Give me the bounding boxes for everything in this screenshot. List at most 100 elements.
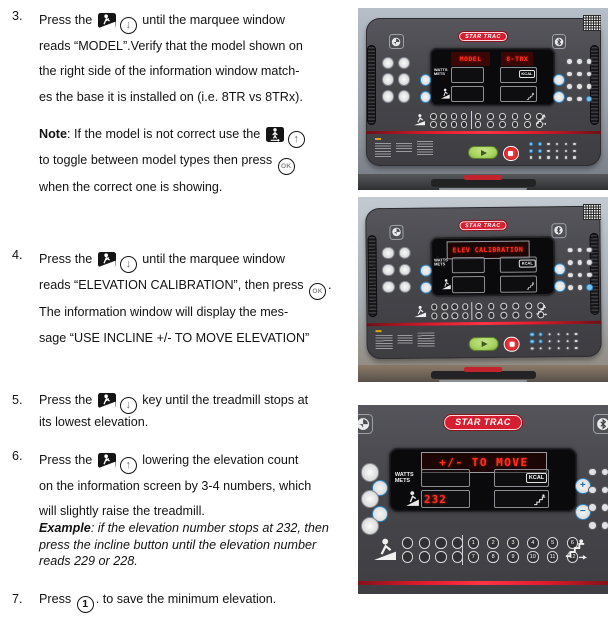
console-nbtn bbox=[555, 345, 561, 351]
console-rbtn bbox=[575, 271, 583, 279]
step-text-segment: its lowest elevation. bbox=[39, 415, 149, 429]
left-button-cluster bbox=[381, 247, 411, 294]
console-sbtn bbox=[381, 264, 394, 277]
watts-window bbox=[421, 469, 470, 488]
information-display: MODEL 8-TRX MODEL WATTS METS KCAL bbox=[430, 47, 555, 106]
right-button-cluster bbox=[588, 467, 608, 530]
console-sbtn bbox=[381, 90, 395, 103]
photo-elev-calibration-screen: STAR TRAC ELEV CALIBRATION ELEV CALIBRAT… bbox=[358, 197, 608, 382]
console-kbtn bbox=[450, 303, 458, 311]
incline-window bbox=[451, 85, 485, 103]
console-sbtn bbox=[360, 490, 379, 509]
step-text-segment: press the incline button until the eleva… bbox=[39, 537, 317, 552]
incline-value: 232 bbox=[423, 492, 447, 506]
play-icon bbox=[480, 149, 487, 156]
step-text-segment: until the marquee window bbox=[138, 13, 286, 27]
step-line: its lowest elevation. bbox=[39, 414, 354, 431]
calories-window: KCAL bbox=[499, 66, 537, 84]
kcal-label: KCAL bbox=[518, 259, 535, 268]
console-sbtn bbox=[397, 264, 411, 277]
display-left-lower-button bbox=[372, 505, 389, 522]
step-line: Press the ↓ key until the treadmill stop… bbox=[39, 392, 354, 414]
step-text-segment: . to save the minimum elevation. bbox=[95, 592, 277, 606]
step-text-segment: when the correct one is showing. bbox=[39, 180, 223, 195]
information-display: ELEV CALIBRATION ELEV CALIBRATION WATTS … bbox=[429, 236, 555, 297]
step-text-segment: the right side of the information window… bbox=[39, 64, 300, 79]
circle-down-arrow-icon: ↓ bbox=[119, 17, 137, 34]
stairs-icon bbox=[535, 302, 548, 317]
mets-label-line2: METS bbox=[394, 478, 411, 485]
speaker-grille-left bbox=[367, 44, 377, 125]
console-sbtn bbox=[381, 56, 395, 69]
console-rbtn bbox=[566, 259, 573, 267]
mets-label-line2: METS bbox=[433, 261, 445, 267]
incline-plus-button bbox=[553, 74, 566, 87]
ok-button-icon: OK bbox=[277, 158, 295, 176]
step-text-segment: : if the elevation number stops at 232, … bbox=[90, 521, 329, 535]
console-nbtn bbox=[529, 346, 534, 351]
console-kbtn bbox=[524, 303, 532, 311]
console-kbtn: 4 bbox=[527, 537, 539, 549]
step-line: press the incline button until the eleva… bbox=[39, 537, 354, 554]
incline-window: 232 bbox=[421, 490, 470, 509]
console-kbtn bbox=[418, 537, 430, 549]
step-block: 7.Press 1. to save the minimum elevation… bbox=[12, 591, 354, 613]
watts-window bbox=[451, 66, 485, 84]
display-left-upper-button bbox=[419, 74, 432, 87]
warning-labels bbox=[374, 138, 438, 159]
stairs-icon bbox=[564, 535, 588, 563]
watts-window bbox=[451, 256, 485, 274]
bluetooth-icon bbox=[551, 34, 567, 50]
incline-minus-button bbox=[553, 90, 566, 103]
number-keypad bbox=[528, 141, 577, 160]
console-kbtn bbox=[430, 121, 437, 128]
circle-down-arrow-icon: ↓ bbox=[119, 397, 137, 414]
console-kbtn bbox=[524, 112, 531, 120]
speaker-grille-left bbox=[366, 235, 377, 317]
step-text-segment: : If the model is not correct use the bbox=[67, 127, 264, 141]
keypad-divider bbox=[462, 535, 463, 565]
console-nbtn bbox=[572, 155, 577, 160]
step-line: Example: if the elevation number stops a… bbox=[39, 520, 354, 537]
console-sbtn bbox=[381, 247, 394, 260]
watts-mets-label: WATTS METS bbox=[395, 472, 414, 485]
incline-treadmill-icon bbox=[97, 13, 116, 28]
step-number: 5. bbox=[12, 393, 23, 407]
speed-quick-keys bbox=[474, 303, 544, 319]
console-rbtn bbox=[585, 259, 593, 266]
calories-window: KCAL bbox=[499, 256, 537, 274]
incline-plus-button bbox=[553, 263, 566, 276]
step-text-segment: key until the treadmill stops at bbox=[138, 393, 309, 407]
marquee-window: MODEL 8-TRX bbox=[430, 51, 555, 67]
stop-icon bbox=[508, 341, 515, 347]
console-kbtn bbox=[499, 112, 507, 120]
console-nbtn bbox=[537, 141, 542, 147]
console-sbtn bbox=[360, 463, 379, 482]
console-nbtn bbox=[529, 339, 534, 344]
console-kbtn bbox=[474, 112, 482, 120]
step-text-segment: Example bbox=[39, 521, 91, 535]
console-rbtn bbox=[585, 271, 593, 279]
treadmill-console: STAR TRAC +/- TO MOVE +/- TO MOVE WATTS … bbox=[358, 405, 608, 594]
console-kbtn bbox=[499, 303, 507, 311]
left-button-cluster bbox=[358, 463, 379, 536]
step-line: reads “ELEVATION CALIBRATION”, then pres… bbox=[39, 273, 354, 301]
photo-to-move-screen: STAR TRAC +/- TO MOVE +/- TO MOVE WATTS … bbox=[358, 405, 608, 594]
step-text-segment: to toggle between model types then press bbox=[39, 153, 276, 167]
console-sbtn bbox=[381, 281, 395, 294]
circle-up-arrow-icon: ↑ bbox=[119, 457, 137, 474]
console-rbtn bbox=[576, 83, 583, 90]
star-trac-logo: STAR TRAC bbox=[444, 414, 522, 430]
step-text-segment: Press the bbox=[39, 393, 96, 407]
speed-quick-keys bbox=[474, 112, 544, 128]
incline-runner-mini-icon bbox=[406, 490, 419, 507]
console-rbtn bbox=[600, 503, 608, 512]
step-line: reads “MODEL”.Verify that the model show… bbox=[39, 34, 354, 59]
incline-runner-mini-icon bbox=[441, 276, 451, 291]
console-nbtn bbox=[537, 148, 542, 153]
right-button-cluster bbox=[566, 58, 593, 103]
start-button bbox=[467, 146, 498, 160]
console-nbtn bbox=[528, 141, 534, 147]
console-kbtn bbox=[430, 312, 438, 320]
information-display: +/- TO MOVE +/- TO MOVE WATTS METS KCAL … bbox=[389, 448, 577, 512]
